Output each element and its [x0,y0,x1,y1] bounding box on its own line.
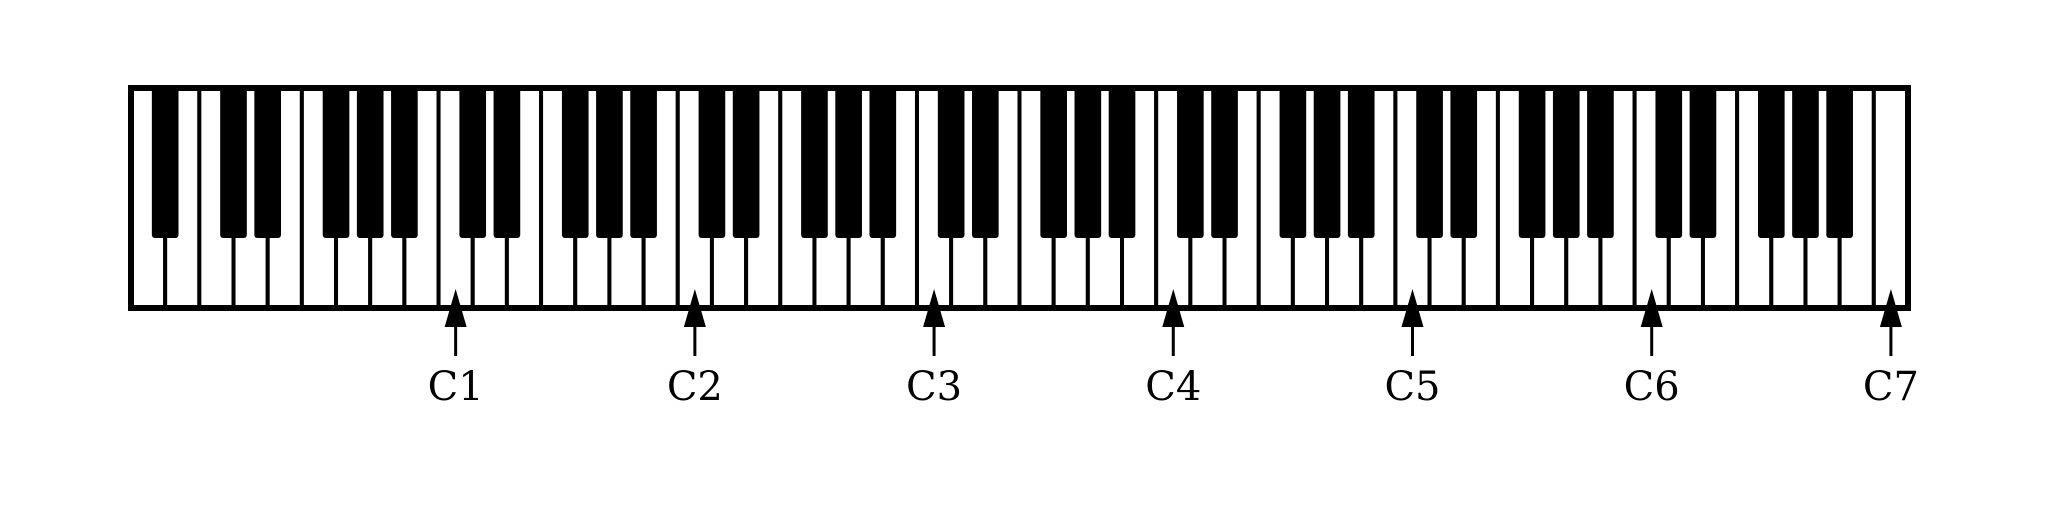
black-key [835,88,862,238]
up-arrow-icon [1640,289,1663,356]
octave-marker-c3: C3 [906,289,962,410]
octave-marker-c6: C6 [1624,289,1680,410]
black-key [972,88,999,238]
black-key [869,88,897,238]
black-key [220,88,247,238]
black-keys-group [151,88,1853,238]
up-arrow-icon [1162,289,1185,356]
black-key [1416,88,1443,238]
black-key [1689,88,1717,238]
octave-marker-c2: C2 [667,289,723,410]
up-arrow-icon [923,289,946,356]
black-key [322,88,350,238]
black-key [698,88,726,238]
black-key [596,88,623,238]
black-key [391,88,418,238]
black-key [1108,88,1136,238]
black-key [1211,88,1238,238]
black-key [1074,88,1102,238]
black-key [1450,88,1478,238]
octave-markers-group: C1C2C3C4C5C6C7C8 [428,289,1919,410]
up-arrow-icon [683,289,706,356]
black-key [254,88,282,238]
octave-marker-c7: C7 [1863,289,1919,410]
black-key [1757,88,1785,238]
up-arrow-icon [1879,289,1902,356]
octave-label: C7 [1863,364,1919,410]
black-key [1826,88,1853,238]
octave-label: C2 [667,364,723,410]
black-key [1518,88,1546,238]
black-key [1552,88,1580,238]
black-key [356,88,384,238]
black-key [801,88,828,238]
octave-label: C1 [428,364,484,410]
octave-label: C5 [1384,364,1440,410]
black-key [1279,88,1307,238]
black-key [1347,88,1375,238]
black-key [1655,88,1683,238]
up-arrow-icon [444,289,467,356]
black-key [1313,88,1341,238]
black-key [732,88,760,238]
black-key [493,88,521,238]
octave-label: C6 [1624,364,1680,410]
black-key [561,88,589,238]
black-key [1587,88,1614,238]
black-key [630,88,657,238]
octave-marker-c1: C1 [428,289,484,410]
octave-marker-c4: C4 [1145,289,1201,410]
keyboard-outline [128,85,1911,311]
octave-marker-c5: C5 [1384,289,1441,410]
white-key [1871,86,1910,310]
octave-label: C3 [906,364,962,410]
black-key [1040,88,1067,238]
up-arrow-icon [1401,289,1424,356]
black-key [151,88,179,238]
black-key [1792,88,1819,238]
black-key [937,88,965,238]
black-key [1177,88,1204,238]
black-key [459,88,487,238]
octave-label: C4 [1145,364,1201,410]
